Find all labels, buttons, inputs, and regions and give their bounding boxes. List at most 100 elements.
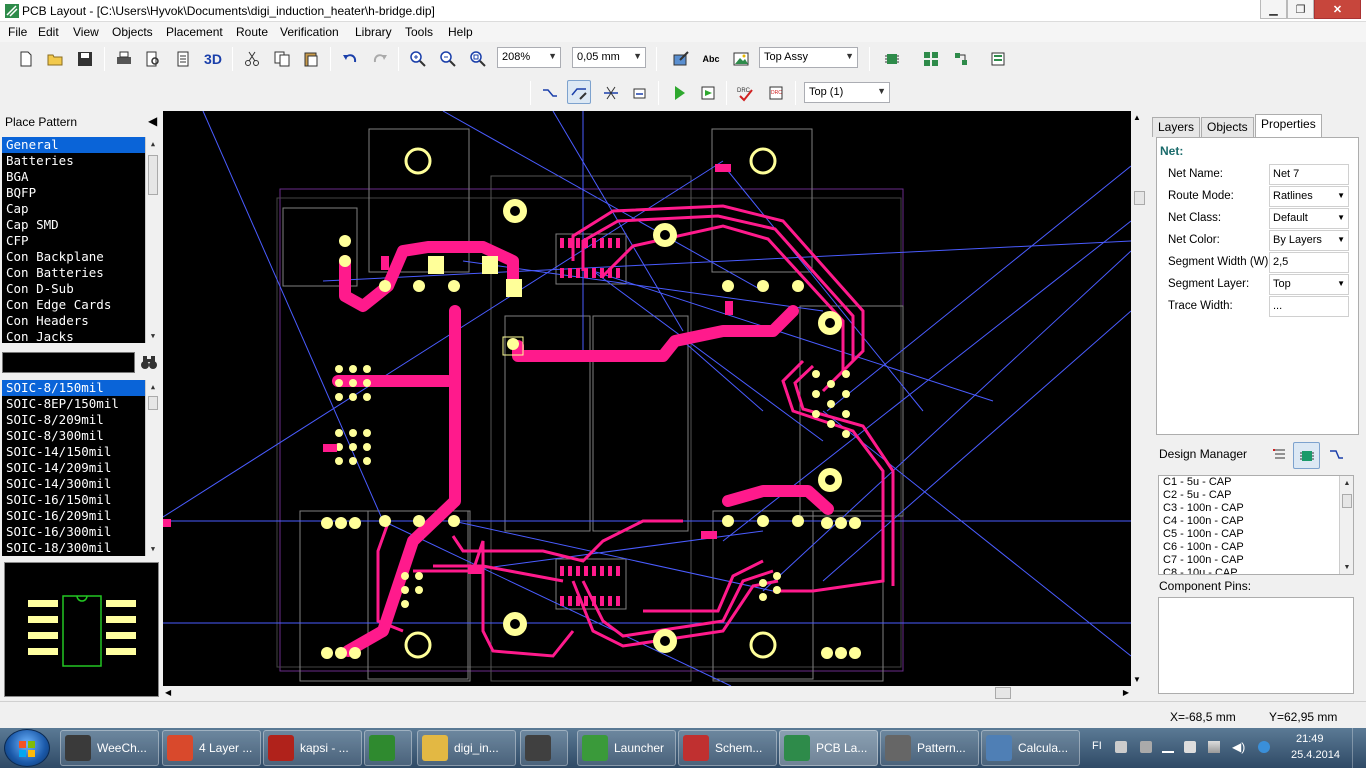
property-input[interactable]: Net 7 [1269, 164, 1349, 185]
taskbar-button[interactable]: 4 Layer ... [162, 730, 261, 766]
design-manager-scrollbar[interactable]: ▲ ▼ [1339, 476, 1353, 574]
pattern-group-item[interactable]: BQFP [6, 185, 37, 200]
scroll-thumb[interactable] [1134, 191, 1145, 205]
taskbar-button[interactable]: Schem... [678, 730, 777, 766]
volume-icon[interactable]: ◀) [1232, 740, 1246, 754]
design-manager-item[interactable]: C7 - 100n - CAP [1163, 554, 1244, 566]
scroll-thumb[interactable] [995, 687, 1011, 699]
taskbar-button[interactable]: WeeCh... [60, 730, 159, 766]
footprint-item[interactable]: SOIC-16/300mil [6, 524, 112, 539]
scroll-thumb[interactable] [148, 155, 158, 195]
show-desktop-button[interactable] [1352, 728, 1366, 768]
property-select[interactable]: Ratlines▼ [1269, 186, 1349, 207]
text-button[interactable]: Abc [702, 54, 720, 64]
scroll-up-icon[interactable]: ▲ [1133, 113, 1141, 122]
footprint-item[interactable]: SOIC-14/300mil [6, 476, 112, 491]
pattern-group-item[interactable]: Con Jacks [6, 329, 74, 343]
zoom-out-button[interactable] [436, 47, 460, 71]
design-manager-item[interactable]: C8 - 10u - CAP [1163, 567, 1238, 575]
paste-button[interactable] [299, 47, 323, 71]
menu-help[interactable]: Help [448, 25, 473, 39]
design-manager-item[interactable]: C6 - 100n - CAP [1163, 541, 1244, 553]
run-autorouter-button[interactable] [667, 81, 691, 105]
pattern-group-item[interactable]: Con Batteries [6, 265, 104, 280]
menu-tools[interactable]: Tools [405, 25, 434, 39]
route-manual-button[interactable] [538, 81, 562, 105]
redo-button[interactable] [368, 47, 392, 71]
taskbar-button[interactable] [364, 730, 412, 766]
footprint-item[interactable]: SOIC-8/300mil [6, 428, 104, 443]
scroll-left-icon[interactable]: ◀ [165, 688, 172, 697]
pattern-group-item[interactable]: Cap SMD [6, 217, 59, 232]
components-view-button[interactable] [1293, 442, 1320, 469]
menu-route[interactable]: Route [236, 25, 269, 39]
footprint-item[interactable]: SOIC-14/150mil [6, 444, 112, 459]
footprint-item[interactable]: SOIC-14/209mil [6, 460, 112, 475]
taskbar-button[interactable]: digi_in... [417, 730, 516, 766]
tray-app-icon[interactable] [1115, 741, 1127, 753]
autoroute-setup-button[interactable] [696, 81, 720, 105]
design-manager-item[interactable]: C5 - 100n - CAP [1163, 528, 1244, 540]
drc-button[interactable]: DRC [733, 81, 757, 105]
scroll-up-icon[interactable]: ▲ [150, 140, 156, 148]
scroll-down-icon[interactable]: ▼ [150, 545, 156, 553]
pattern-group-item[interactable]: Con Backplane [6, 249, 104, 264]
minimize-button[interactable]: ▁ [1260, 0, 1287, 19]
print-preview-button[interactable] [141, 47, 165, 71]
arrange-button[interactable] [949, 47, 973, 71]
footprint-item[interactable]: SOIC-8EP/150mil [6, 396, 119, 411]
property-select[interactable]: By Layers▼ [1269, 230, 1349, 251]
language-indicator[interactable]: FI [1092, 740, 1102, 752]
component-properties-button[interactable] [669, 47, 693, 71]
menu-view[interactable]: View [73, 25, 99, 39]
pattern-group-item[interactable]: General [2, 137, 159, 153]
scroll-thumb[interactable] [148, 396, 158, 410]
list-view-icon[interactable] [1272, 447, 1288, 463]
taskbar-button[interactable]: Pattern... [880, 730, 979, 766]
tray-flag-icon[interactable] [1140, 741, 1152, 753]
canvas-horizontal-scrollbar[interactable]: ◀ ▶ [163, 686, 1131, 701]
design-manager-item[interactable]: C2 - 5u - CAP [1163, 489, 1232, 501]
pattern-group-item[interactable]: Batteries [6, 153, 74, 168]
footprint-item[interactable]: SOIC-16/150mil [6, 492, 112, 507]
usb-icon[interactable] [1184, 741, 1196, 753]
footprint-item[interactable]: SOIC-8/209mil [6, 412, 104, 427]
component-button[interactable] [880, 47, 904, 71]
component-pins-box[interactable] [1158, 597, 1354, 694]
pattern-group-item[interactable]: Con Headers [6, 313, 89, 328]
design-manager-item[interactable]: C3 - 100n - CAP [1163, 502, 1244, 514]
pcb-canvas[interactable] [163, 111, 1131, 686]
footprint-scrollbar[interactable]: ▲ ▼ [145, 380, 159, 556]
taskbar-button[interactable]: Calcula... [981, 730, 1080, 766]
menu-verification[interactable]: Verification [280, 25, 339, 39]
pattern-group-item[interactable]: Con D-Sub [6, 281, 74, 296]
assy-layer-select[interactable]: Top Assy▼ [759, 47, 858, 68]
network-icon[interactable] [1208, 741, 1220, 753]
taskbar-button[interactable]: PCB La... [779, 730, 878, 766]
footprint-item[interactable]: SOIC-18/300mil [6, 540, 112, 555]
scroll-down-icon[interactable]: ▼ [1343, 563, 1351, 571]
canvas-vertical-scrollbar[interactable]: ▲ ▼ [1131, 111, 1148, 686]
grid-pattern-button[interactable] [919, 47, 943, 71]
drc-report-button[interactable]: DRC [764, 81, 788, 105]
zoom-in-button[interactable] [406, 47, 430, 71]
footprint-item[interactable]: SOIC-8/150mil [2, 380, 159, 396]
start-button[interactable] [4, 729, 50, 767]
cut-button[interactable] [240, 47, 264, 71]
scroll-down-icon[interactable]: ▼ [1133, 675, 1141, 684]
report-button[interactable] [171, 47, 195, 71]
tab-properties[interactable]: Properties [1255, 114, 1322, 138]
tray-show-hidden-icon[interactable] [1162, 741, 1174, 753]
property-select[interactable]: Top▼ [1269, 274, 1349, 295]
save-button[interactable] [73, 47, 97, 71]
menu-placement[interactable]: Placement [166, 25, 223, 39]
tab-objects[interactable]: Objects [1201, 117, 1254, 137]
undo-button[interactable] [338, 47, 362, 71]
route-layer-select[interactable]: Top (1)▼ [804, 82, 890, 103]
image-button[interactable] [729, 47, 753, 71]
clock-date[interactable]: 25.4.2014 [1291, 749, 1340, 761]
layer-setup-button[interactable] [986, 47, 1010, 71]
scroll-thumb[interactable] [1342, 494, 1352, 508]
